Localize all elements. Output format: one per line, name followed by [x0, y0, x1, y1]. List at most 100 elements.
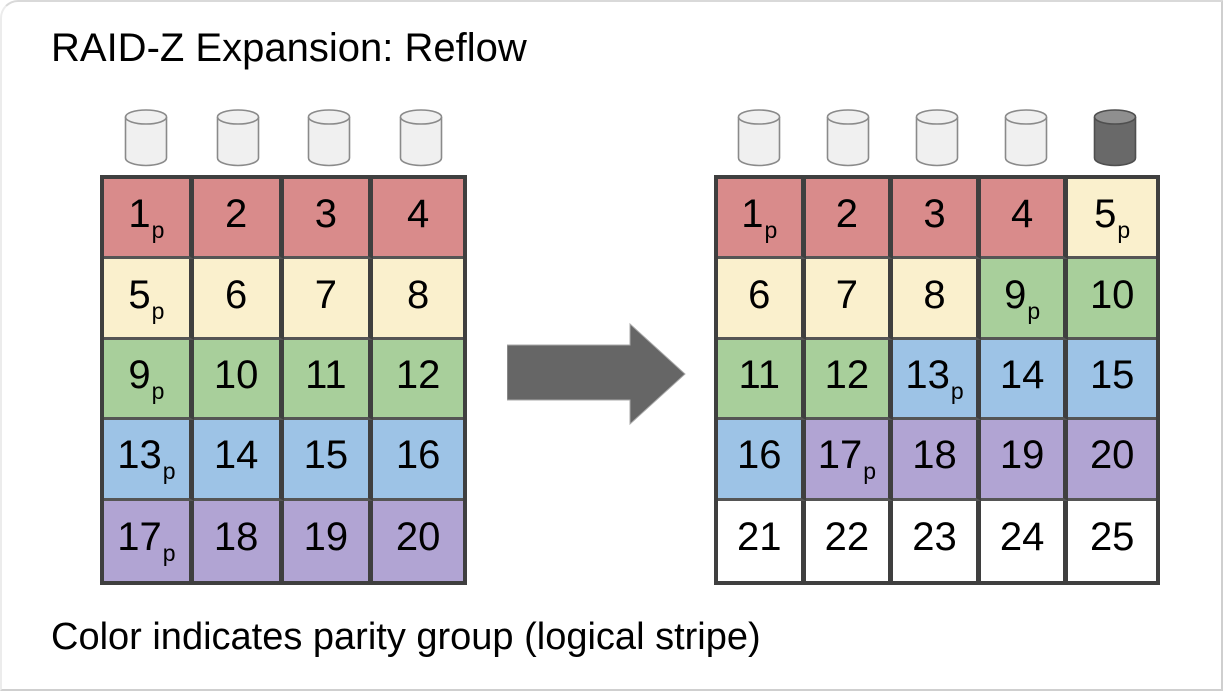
block-number: 13: [905, 352, 950, 397]
block-number: 12: [395, 352, 441, 397]
block-number: 2: [225, 192, 248, 237]
block-number: 21: [737, 515, 782, 560]
block-cell-8: 8: [373, 259, 463, 340]
disk-slot: [100, 109, 192, 175]
block-number: 5: [1094, 192, 1117, 237]
block-number: 3: [923, 192, 946, 237]
disk-slot: [284, 109, 376, 175]
block-number: 19: [303, 515, 349, 560]
block-cell-6: 6: [718, 259, 806, 340]
block-number: 24: [999, 515, 1045, 560]
parity-subscript: p: [151, 297, 165, 324]
block-cell-18: 18: [193, 500, 284, 581]
block-cell-16: 16: [718, 420, 806, 501]
block-cell-23: 23: [893, 500, 981, 581]
block-cell-4: 4: [373, 179, 463, 260]
new-disk-icon: [1094, 109, 1137, 167]
block-number: 17: [117, 515, 162, 560]
block-number: 20: [1089, 433, 1135, 478]
disk-icon: [915, 109, 959, 167]
block-number: 14: [999, 352, 1045, 397]
block-number: 15: [1089, 352, 1135, 397]
block-number: 16: [737, 433, 782, 478]
parity-subscript: p: [950, 377, 964, 404]
block-cell-3: 3: [283, 179, 374, 260]
block-cell-22: 22: [805, 500, 894, 581]
reflow-arrow-icon: [507, 322, 686, 426]
disk-icon: [737, 109, 780, 167]
block-cell-4: 4: [980, 179, 1069, 260]
block-number: 22: [824, 515, 870, 560]
block-cell-3: 3: [893, 179, 981, 260]
slide-title: RAID-Z Expansion: Reflow: [51, 26, 527, 70]
block-cell-21: 21: [718, 500, 806, 581]
disk-icon: [124, 109, 168, 167]
parity-subscript: p: [151, 377, 165, 404]
block-cell-10: 10: [1068, 259, 1156, 340]
parity-subscript: p: [863, 458, 877, 485]
block-number: 12: [824, 352, 870, 397]
disk-icon: [216, 109, 259, 167]
parity-subscript: p: [764, 217, 778, 244]
disk-slot: [892, 109, 981, 175]
block-number: 9: [128, 352, 151, 397]
parity-subscript: p: [162, 458, 176, 485]
block-number: 25: [1089, 515, 1135, 560]
block-cell-25: 25: [1068, 500, 1156, 581]
disk-row: [100, 109, 467, 175]
block-number: 17: [817, 433, 863, 478]
disk-icon: [826, 109, 870, 167]
block-cell-20: 20: [1068, 420, 1156, 501]
block-cell-2: 2: [193, 179, 284, 260]
disk-slot: [982, 109, 1071, 175]
parity-subscript: p: [162, 540, 176, 567]
block-cell-15: 15: [1068, 339, 1156, 421]
block-number: 1: [741, 192, 764, 237]
parity-subscript: p: [1117, 217, 1131, 244]
block-cell-7: 7: [283, 259, 374, 340]
block-cell-20: 20: [373, 500, 463, 581]
slide-caption: Color indicates parity group (logical st…: [51, 616, 761, 658]
block-number: 11: [738, 352, 781, 397]
block-cell-12: 12: [373, 339, 463, 421]
disk-row: [714, 109, 1160, 175]
block-number: 1: [128, 192, 151, 237]
block-cell-18: 18: [893, 420, 981, 501]
block-number: 15: [303, 433, 349, 478]
block-number: 11: [305, 352, 347, 397]
block-cell-11: 11: [283, 339, 374, 421]
disk-slot: [803, 109, 892, 175]
block-number: 8: [407, 272, 430, 317]
block-number: 6: [748, 272, 771, 317]
block-number: 8: [923, 272, 946, 317]
disk-slot: [375, 109, 467, 175]
block-number: 14: [213, 433, 259, 478]
block-number: 20: [395, 515, 441, 560]
block-number: 19: [999, 433, 1045, 478]
block-number: 18: [912, 433, 957, 478]
block-number: 4: [407, 192, 430, 237]
block-number: 10: [213, 352, 259, 397]
block-cell-15: 15: [283, 420, 374, 501]
disk-slot: [192, 109, 284, 175]
parity-subscript: p: [1027, 297, 1041, 324]
block-number: 16: [395, 433, 441, 478]
block-cell-14: 14: [193, 420, 284, 501]
block-cell-7: 7: [805, 259, 894, 340]
block-cell-11: 11: [718, 339, 806, 421]
block-cell-16: 16: [373, 420, 463, 501]
block-number: 13: [117, 433, 162, 478]
block-number: 3: [314, 192, 337, 237]
block-number: 2: [835, 192, 859, 237]
